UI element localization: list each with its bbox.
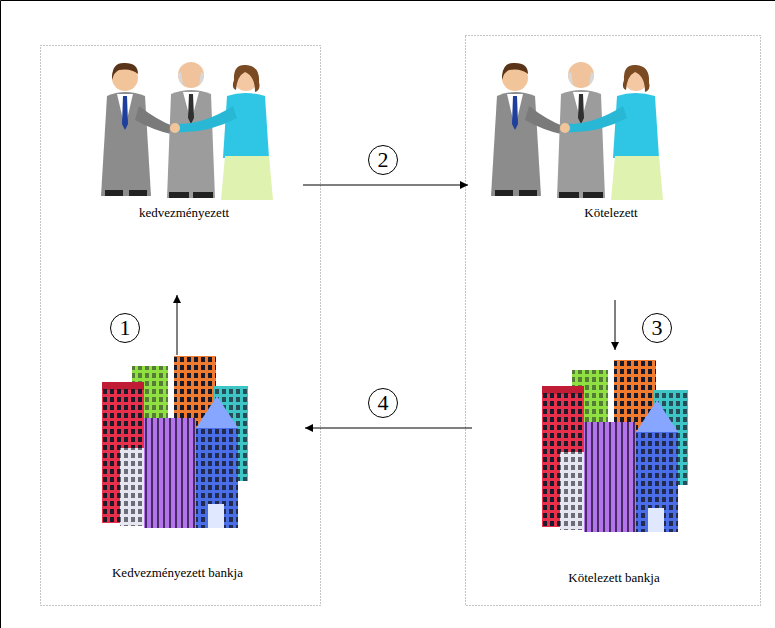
actor-node: Kedvezményezett bankja — [50, 355, 305, 595]
group-outline — [466, 36, 761, 606]
callout-number: 4 — [368, 388, 398, 418]
bank-icon — [542, 360, 688, 532]
callout-number: 3 — [642, 313, 672, 343]
node-label: Kötelezett bankja — [472, 570, 756, 586]
people-icon — [101, 62, 273, 200]
actor-node: kedvezményezett — [65, 60, 303, 295]
flow-arrow — [305, 428, 472, 429]
bank-icon — [102, 356, 248, 528]
actor-node: Kötelezett — [468, 60, 754, 300]
flow-arrow — [177, 295, 178, 355]
group-outline — [41, 46, 321, 606]
callout-number: 1 — [110, 313, 140, 343]
flow-arrow — [303, 185, 468, 186]
callout-number: 2 — [368, 145, 398, 175]
actor-node: Kötelezett bankja — [472, 350, 756, 595]
node-label: Kötelezett — [468, 205, 754, 221]
frame-line — [0, 1, 1, 628]
flow-arrow — [615, 300, 616, 350]
node-label: kedvezményezett — [65, 205, 303, 221]
frame-line — [1, 0, 775, 1]
node-label: Kedvezményezett bankja — [50, 565, 305, 581]
people-icon — [491, 62, 663, 200]
